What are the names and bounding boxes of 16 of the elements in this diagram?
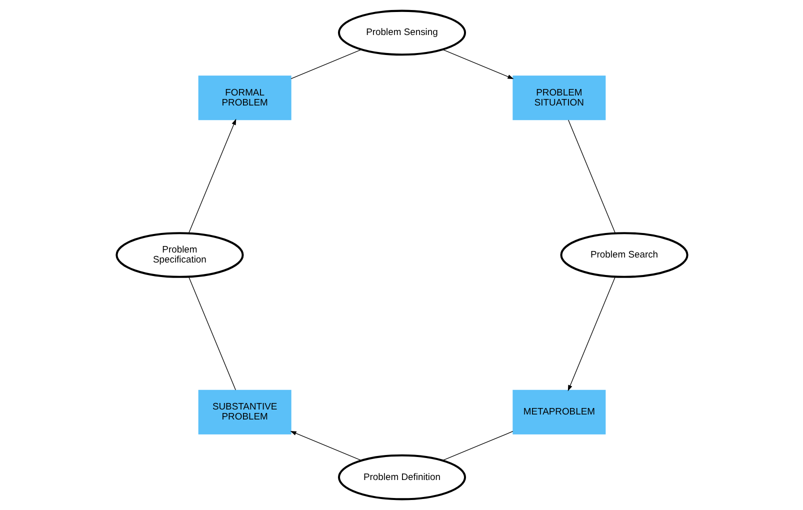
node-ellipse: Problem Specification <box>115 232 244 278</box>
node-ellipse: Problem Search <box>560 232 688 278</box>
node-box: SUBSTANTIVE PROBLEM <box>198 390 291 434</box>
node-box: METAPROBLEM <box>512 390 606 434</box>
node-ellipse: Problem Sensing <box>337 10 466 56</box>
node-box: FORMAL PROBLEM <box>198 76 291 120</box>
connector <box>188 276 236 390</box>
connector <box>290 49 362 79</box>
connector <box>442 431 513 461</box>
arrow <box>188 118 236 234</box>
node-ellipse: Problem Definition <box>337 454 466 500</box>
connector <box>568 120 616 234</box>
arrow <box>567 276 616 392</box>
node-box: PROBLEM SITUATION <box>512 76 606 120</box>
arrow <box>290 430 362 461</box>
arrow <box>442 49 514 80</box>
